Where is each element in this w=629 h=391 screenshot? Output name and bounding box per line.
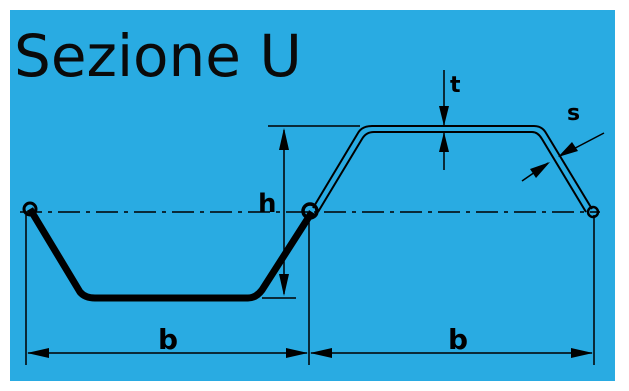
h-label: h	[258, 189, 277, 219]
left-interlock-icon	[22, 201, 38, 217]
center-interlock-icon	[301, 202, 319, 220]
b-left-label: b	[158, 323, 178, 356]
diagram-title: Sezione U	[14, 22, 302, 90]
h-dimension	[279, 128, 289, 296]
b-right-label: b	[448, 323, 468, 356]
diagram-background	[10, 10, 615, 381]
t-label: t	[450, 73, 461, 98]
s-label: s	[567, 101, 580, 126]
left-pile-profile	[22, 201, 319, 302]
s-dimension	[521, 132, 605, 182]
b-left-dimension	[27, 348, 308, 358]
b-right-dimension	[310, 348, 593, 358]
t-dimension	[439, 70, 449, 170]
right-interlock-icon	[586, 205, 600, 219]
right-pile-profile	[312, 125, 600, 219]
